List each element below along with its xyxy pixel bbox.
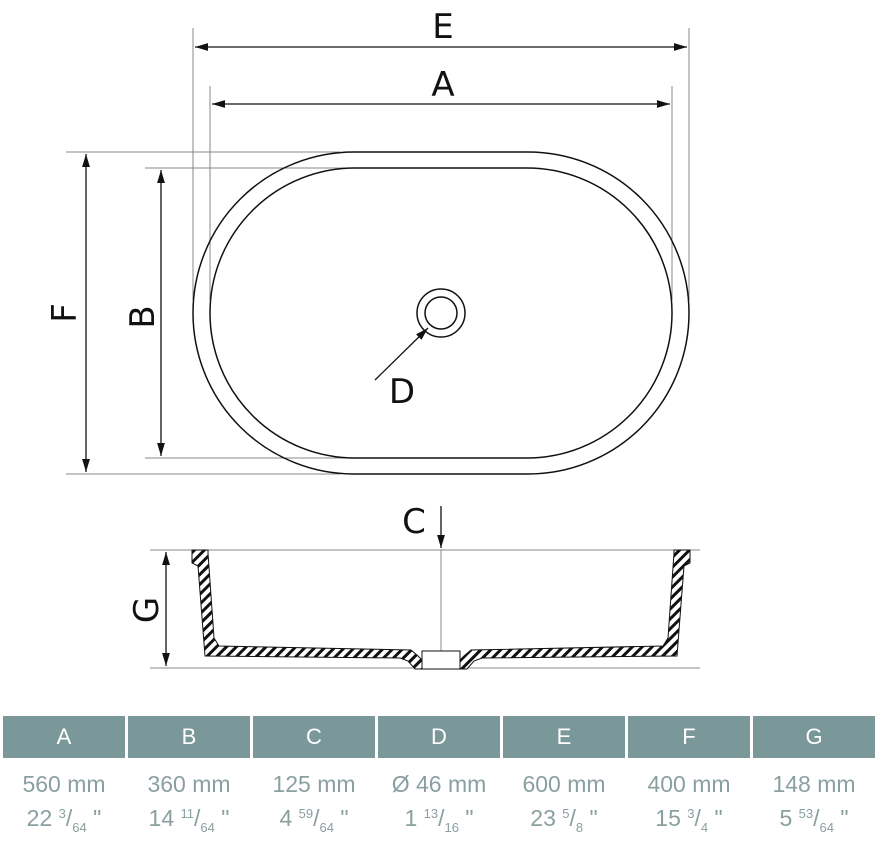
inch-whole: 22 (26, 805, 53, 831)
value-inch: 1 13/16 " (404, 805, 474, 835)
label-E: E (432, 7, 453, 47)
value-mm: 125 mm (272, 771, 356, 797)
inch-mark: " (465, 805, 474, 831)
drain-inner (424, 296, 458, 330)
value-inch: 15 3/4 " (655, 805, 723, 835)
value-inch: 4 59/64 " (279, 805, 349, 835)
inch-numerator: 11 (180, 806, 195, 821)
drain-outer (416, 288, 466, 338)
table-header-d: D (378, 716, 500, 758)
inch-whole: 1 (404, 805, 418, 831)
inch-whole: 14 (148, 805, 175, 831)
basin-top-view (192, 151, 690, 475)
inch-numerator: 53 (798, 806, 814, 821)
value-inch: 22 3/64 " (26, 805, 102, 835)
inch-whole: 15 (655, 805, 681, 831)
label-B: B (123, 305, 163, 328)
inch-denominator: 64 (72, 820, 87, 835)
table-value-d: Ø 46 mm 1 13/16 " (378, 758, 500, 843)
table-header-c: C (253, 716, 375, 758)
value-mm: 360 mm (147, 771, 231, 797)
table-header-b: B (128, 716, 250, 758)
inch-mark: " (93, 805, 102, 831)
inch-denominator: 64 (200, 820, 215, 835)
table-value-c: 125 mm 4 59/64 " (253, 758, 375, 843)
extension-lines (66, 28, 700, 669)
inch-denominator: 64 (319, 820, 334, 835)
basin-side-section (191, 549, 691, 670)
value-mm: 560 mm (22, 771, 106, 797)
value-mm: 600 mm (522, 771, 606, 797)
inch-mark: " (589, 805, 598, 831)
inch-mark: " (221, 805, 230, 831)
table-header-g: G (753, 716, 875, 758)
inch-denominator: 64 (819, 820, 834, 835)
inch-whole: 5 (779, 805, 793, 831)
inch-numerator: 5 (562, 806, 570, 821)
label-A: A (431, 65, 454, 105)
table-header-a: A (3, 716, 125, 758)
inch-mark: " (340, 805, 349, 831)
table-value-b: 360 mm 14 11/64 " (128, 758, 250, 843)
table-value-f: 400 mm 15 3/4 " (628, 758, 750, 843)
inch-denominator: 16 (444, 820, 459, 835)
table-header-e: E (503, 716, 625, 758)
table-value-a: 560 mm 22 3/64 " (3, 758, 125, 843)
label-G: G (127, 597, 167, 623)
value-mm: Ø 46 mm (391, 771, 487, 797)
inch-numerator: 3 (687, 806, 695, 821)
inch-numerator: 3 (58, 806, 66, 821)
value-mm: 400 mm (647, 771, 731, 797)
value-inch: 14 11/64 " (148, 805, 230, 835)
table-header-f: F (628, 716, 750, 758)
label-C: C (402, 502, 426, 542)
table-value-e: 600 mm 23 5/8 " (503, 758, 625, 843)
inch-whole: 4 (279, 805, 293, 831)
technical-drawing: E A F B D C G (45, 7, 700, 670)
inch-numerator: 59 (298, 806, 314, 821)
inch-denominator: 4 (700, 820, 709, 835)
value-inch: 23 5/8 " (530, 805, 598, 835)
inch-mark: " (714, 805, 723, 831)
value-mm: 148 mm (772, 771, 856, 797)
table-value-g: 148 mm 5 53/64 " (753, 758, 875, 843)
inch-numerator: 13 (423, 806, 439, 821)
dimension-lines (82, 43, 687, 666)
inch-whole: 23 (530, 805, 556, 831)
value-inch: 5 53/64 " (779, 805, 849, 835)
label-D: D (389, 372, 415, 412)
inch-mark: " (840, 805, 849, 831)
label-F: F (45, 303, 85, 323)
inch-denominator: 8 (575, 820, 584, 835)
